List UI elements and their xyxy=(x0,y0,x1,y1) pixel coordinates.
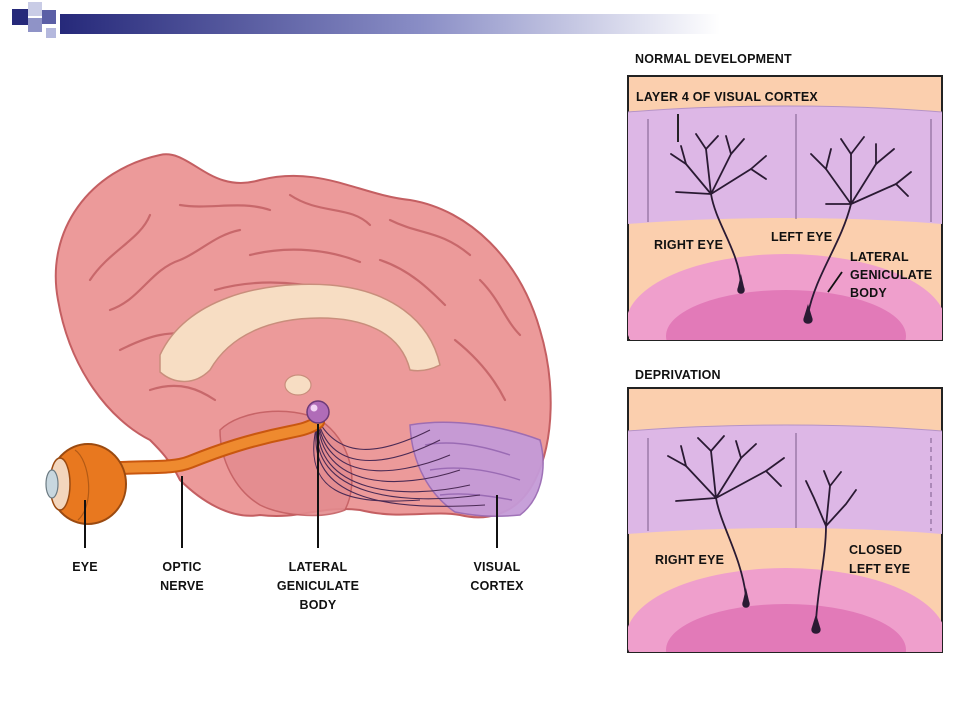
normal-development-panel xyxy=(627,75,943,341)
label-eye: EYE xyxy=(72,560,98,574)
eye-ball xyxy=(45,443,127,525)
corpus-callosum xyxy=(159,283,441,383)
header-square xyxy=(46,28,56,38)
header-square xyxy=(28,2,42,16)
thalamus xyxy=(284,374,312,396)
header-square xyxy=(12,9,28,25)
label-lateral-geniculate-body: LATERAL GENICULATE BODY xyxy=(276,560,360,612)
normal-panel-title: NORMAL DEVELOPMENT xyxy=(635,52,792,66)
deprivation-panel xyxy=(627,387,943,653)
normal-right-eye-label: RIGHT EYE xyxy=(654,238,724,252)
header-gradient-bar xyxy=(60,14,720,34)
lgb-sphere xyxy=(306,400,330,424)
deprivation-panel-title: DEPRIVATION xyxy=(635,368,721,382)
deprivation-right-eye-label: RIGHT EYE xyxy=(655,553,725,567)
normal-lgb-label: LATERAL GENICULATE BODY xyxy=(850,250,933,300)
header-square xyxy=(28,18,42,32)
deprivation-closed-left-eye-label: CLOSED LEFT EYE xyxy=(849,543,911,576)
header-square xyxy=(42,10,56,24)
normal-left-eye-label: LEFT EYE xyxy=(771,230,833,244)
label-optic-nerve: OPTIC NERVE xyxy=(160,560,204,593)
brain-illustration xyxy=(45,153,552,548)
normal-layer-label: LAYER 4 OF VISUAL CORTEX xyxy=(636,90,818,104)
label-visual-cortex: VISUAL CORTEX xyxy=(470,560,524,593)
